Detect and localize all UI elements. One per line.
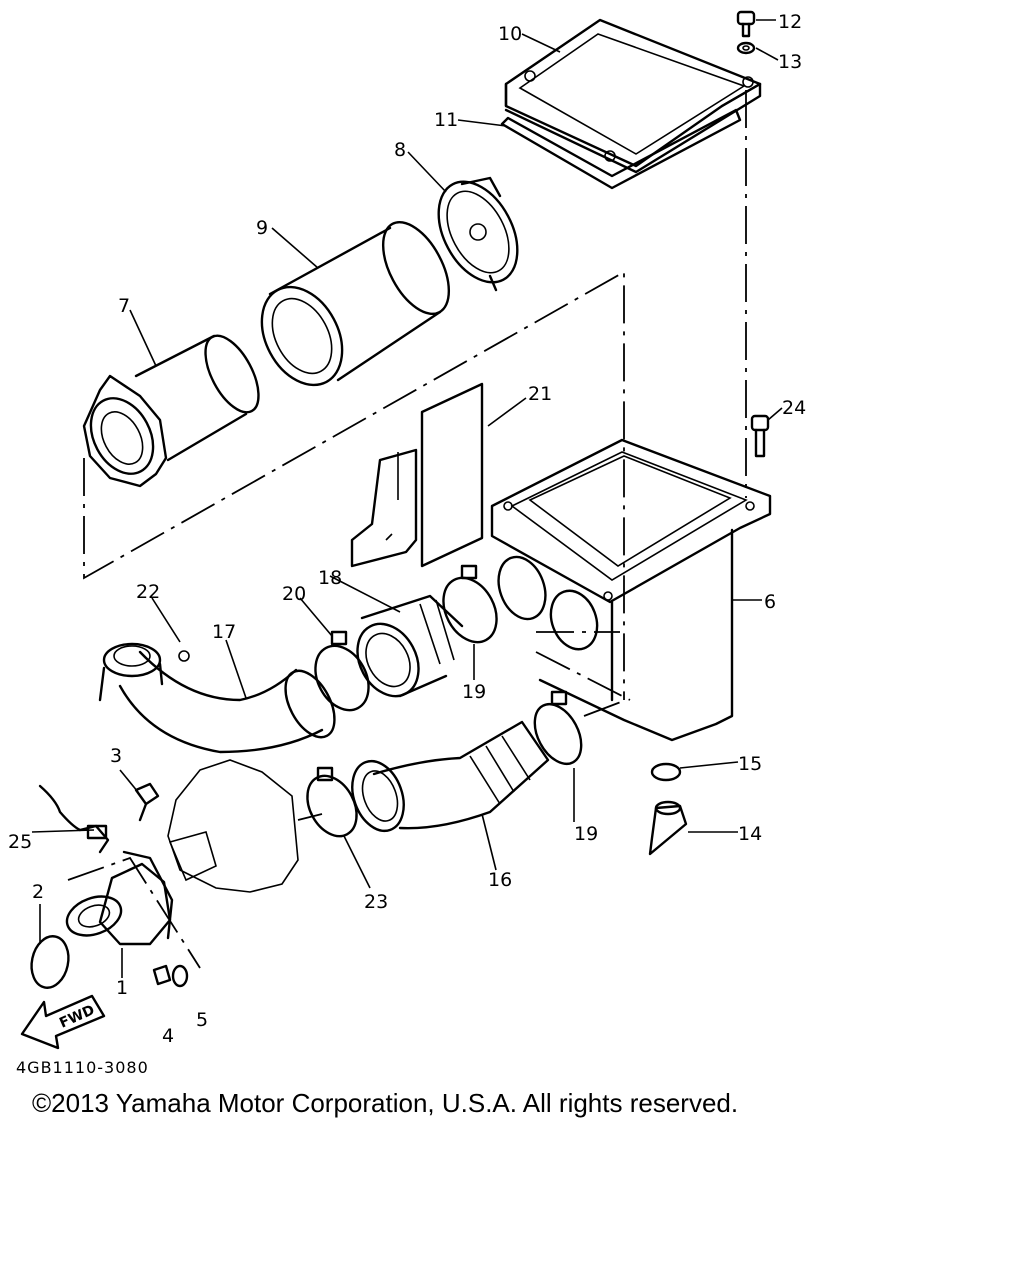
part-3-screw bbox=[134, 782, 160, 822]
callout-2: 2 bbox=[32, 881, 44, 903]
part-16-air-duct bbox=[351, 720, 550, 833]
part-19-clamp-upper bbox=[442, 564, 498, 644]
callout-22: 22 bbox=[136, 581, 160, 603]
callout-15: 15 bbox=[738, 753, 762, 775]
part-18-joint bbox=[356, 594, 464, 698]
callout-21: 21 bbox=[528, 383, 552, 405]
callout-7: 7 bbox=[118, 295, 130, 317]
part-17-air-duct bbox=[98, 642, 336, 754]
callout-19-upper: 19 bbox=[462, 681, 486, 703]
part-12-screw bbox=[736, 10, 756, 38]
callout-9: 9 bbox=[256, 217, 268, 239]
callout-1: 1 bbox=[116, 977, 128, 999]
leader-lines bbox=[31, 19, 783, 978]
callout-3: 3 bbox=[110, 745, 122, 767]
part-13-washer bbox=[736, 41, 756, 55]
part-11-gasket bbox=[500, 108, 742, 190]
copyright-notice: ©2013 Yamaha Motor Corporation, U.S.A. A… bbox=[32, 1088, 739, 1118]
part-2-o-ring bbox=[30, 935, 70, 989]
engine-outline bbox=[167, 759, 299, 893]
assembly-guide-lines bbox=[67, 90, 747, 969]
callout-5: 5 bbox=[196, 1009, 208, 1031]
part-21-plate bbox=[350, 382, 484, 568]
callout-25: 25 bbox=[8, 831, 32, 853]
callout-24: 24 bbox=[782, 397, 806, 419]
part-24-bolt bbox=[750, 414, 770, 458]
part-7-element-guide bbox=[82, 334, 260, 488]
callout-8: 8 bbox=[394, 139, 406, 161]
part-9-filter-element bbox=[260, 220, 451, 387]
callout-19-lower: 19 bbox=[574, 823, 598, 845]
callout-4: 4 bbox=[162, 1025, 174, 1047]
part-25-wire-lead bbox=[38, 784, 110, 854]
part-10-cover bbox=[504, 18, 762, 174]
fwd-arrow: FWD bbox=[20, 994, 106, 1050]
part-14-drain bbox=[648, 800, 688, 856]
part-1-carburetor-joint bbox=[65, 850, 174, 946]
callout-20: 20 bbox=[282, 583, 306, 605]
callout-18: 18 bbox=[318, 567, 342, 589]
callout-6: 6 bbox=[764, 591, 776, 613]
part-6-air-box-case bbox=[490, 438, 772, 742]
callout-10: 10 bbox=[498, 23, 522, 45]
callout-13: 13 bbox=[778, 51, 802, 73]
part-20-clamp bbox=[314, 630, 370, 712]
part-8-cap bbox=[437, 176, 519, 292]
callout-labels: 10 12 13 11 8 9 7 21 24 6 18 22 20 17 19… bbox=[8, 11, 806, 1047]
callout-17: 17 bbox=[212, 621, 236, 643]
part-22-clip bbox=[178, 650, 190, 662]
part-5-washer bbox=[171, 964, 189, 988]
drawing-code: 4GB1110-3080 bbox=[16, 1058, 149, 1077]
callout-23: 23 bbox=[364, 891, 388, 913]
callout-14: 14 bbox=[738, 823, 762, 845]
part-15-clip bbox=[650, 762, 682, 782]
part-19-clamp-lower bbox=[533, 690, 583, 765]
callout-12: 12 bbox=[778, 11, 802, 33]
part-23-clamp bbox=[306, 766, 358, 838]
part-4-nut bbox=[152, 964, 172, 986]
callout-11: 11 bbox=[434, 109, 458, 131]
callout-16: 16 bbox=[488, 869, 512, 891]
